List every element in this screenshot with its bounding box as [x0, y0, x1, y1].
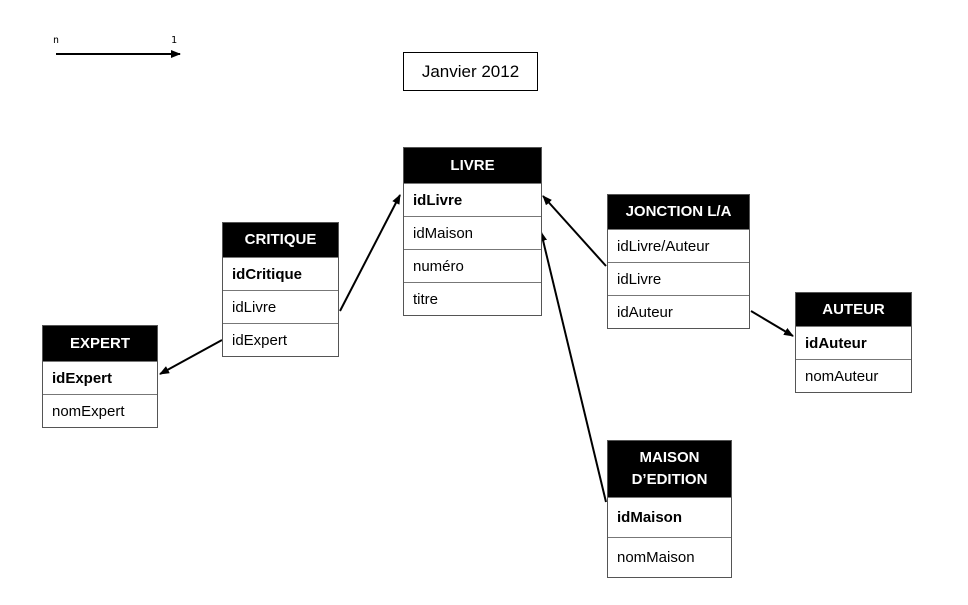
entity-field: idLivre/Auteur	[608, 229, 749, 262]
entity-header: MAISON D’EDITION	[608, 441, 731, 497]
entity-jonction: JONCTION L/A idLivre/Auteur idLivre idAu…	[607, 194, 750, 329]
entity-field: titre	[404, 282, 541, 315]
entity-header: CRITIQUE	[223, 223, 338, 257]
entity-livre: LIVRE idLivre idMaison numéro titre	[403, 147, 542, 316]
entity-field: nomAuteur	[796, 359, 911, 392]
entity-header: JONCTION L/A	[608, 195, 749, 229]
entity-expert: EXPERT idExpert nomExpert	[42, 325, 158, 428]
entity-header: LIVRE	[404, 148, 541, 183]
primary-key-field: idExpert	[43, 361, 157, 394]
primary-key-field: idMaison	[608, 497, 731, 537]
entity-field: numéro	[404, 249, 541, 282]
arrow-critique-to-expert	[159, 339, 223, 375]
entity-maison-edition: MAISON D’EDITION idMaison nomMaison	[607, 440, 732, 578]
legend-to-cardinality: 1	[171, 35, 178, 46]
primary-key-field: idCritique	[223, 257, 338, 290]
entity-field: nomExpert	[43, 394, 157, 427]
arrow-jonction-to-auteur	[750, 310, 794, 337]
entity-field: idLivre	[608, 262, 749, 295]
entity-field: idAuteur	[608, 295, 749, 328]
arrow-critique-to-livre	[339, 194, 401, 312]
entity-header: EXPERT	[43, 326, 157, 361]
entity-critique: CRITIQUE idCritique idLivre idExpert	[222, 222, 339, 357]
diagram-title: Janvier 2012	[403, 52, 538, 91]
entity-header: AUTEUR	[796, 293, 911, 326]
primary-key-field: idAuteur	[796, 326, 911, 359]
arrow-maison-to-livre	[539, 231, 607, 503]
entity-field: idMaison	[404, 216, 541, 249]
entity-field: idLivre	[223, 290, 338, 323]
primary-key-field: idLivre	[404, 183, 541, 216]
legend-from-cardinality: n	[53, 35, 60, 46]
entity-field: idExpert	[223, 323, 338, 356]
arrow-jonction-to-livre	[542, 195, 607, 267]
entity-auteur: AUTEUR idAuteur nomAuteur	[795, 292, 912, 393]
entity-field: nomMaison	[608, 537, 731, 577]
